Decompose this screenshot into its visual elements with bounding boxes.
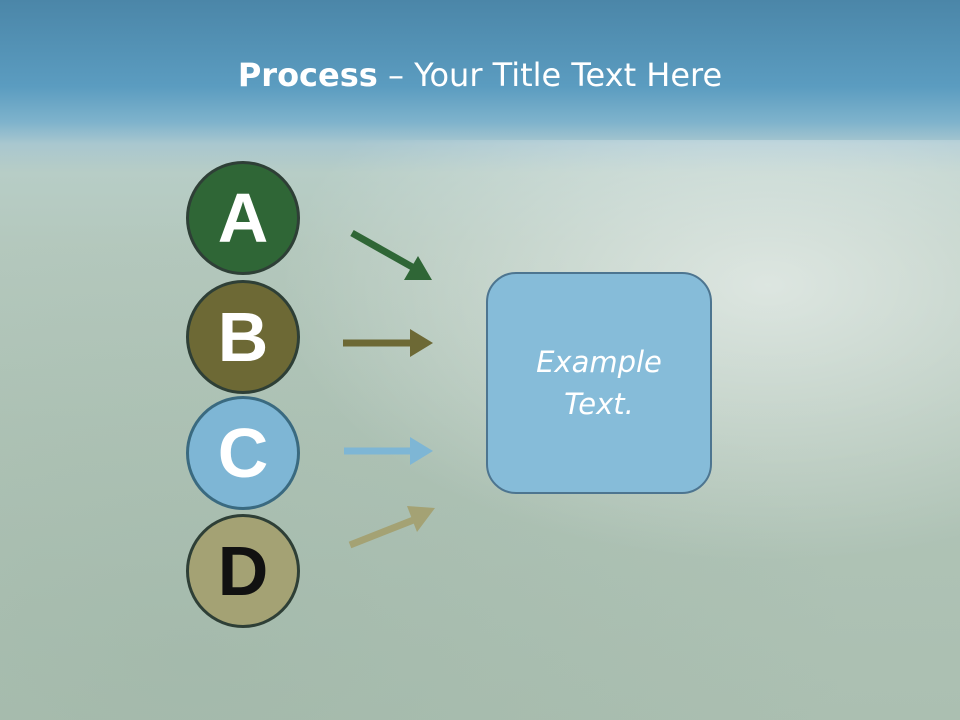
arrow-c [344, 437, 433, 465]
example-text: Example Text. [536, 345, 662, 421]
title-rest: – Your Title Text Here [377, 56, 723, 94]
arrow-d [348, 506, 435, 549]
step-d-circle[interactable]: D [186, 514, 300, 628]
arrow-a [350, 229, 432, 280]
step-b-circle[interactable]: B [186, 280, 300, 394]
step-a-circle[interactable]: A [186, 161, 300, 275]
example-text-box[interactable]: Example Text. [486, 272, 712, 494]
arrow-b [343, 329, 433, 357]
title-bold: Process [237, 56, 378, 94]
step-c-circle[interactable]: C [186, 396, 300, 510]
slide-title[interactable]: Process – Your Title Text Here [0, 50, 960, 100]
background-photo [0, 140, 960, 720]
